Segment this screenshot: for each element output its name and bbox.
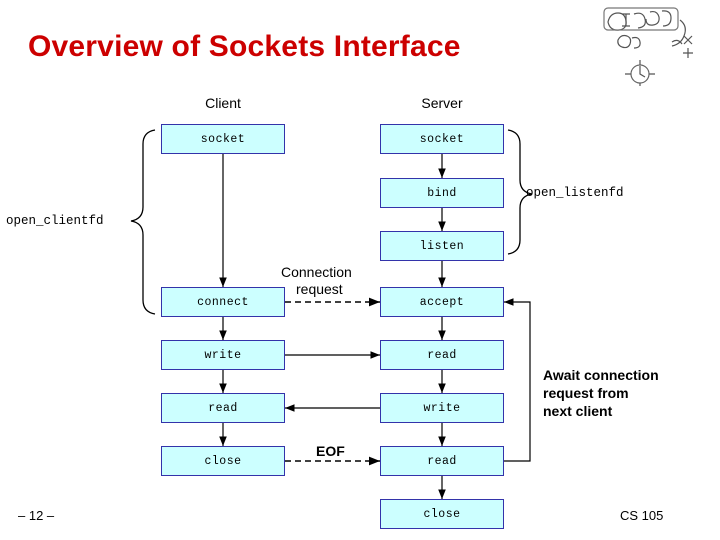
- page-number: – 12 –: [18, 508, 55, 523]
- node-server-bind[interactable]: bind: [380, 178, 504, 208]
- node-server-listen[interactable]: listen: [380, 231, 504, 261]
- node-server-read[interactable]: read: [380, 340, 504, 370]
- label-eof: EOF: [316, 443, 345, 459]
- node-client-connect[interactable]: connect: [161, 287, 285, 317]
- page-title: Overview of Sockets Interface: [28, 30, 461, 63]
- node-server-write[interactable]: write: [380, 393, 504, 423]
- note-await-line3: next client: [543, 403, 613, 419]
- column-header-client: Client: [205, 95, 241, 111]
- column-header-server: Server: [421, 95, 463, 111]
- node-server-close[interactable]: close: [380, 499, 504, 529]
- node-client-socket[interactable]: socket: [161, 124, 285, 154]
- node-client-read[interactable]: read: [161, 393, 285, 423]
- node-server-accept[interactable]: accept: [380, 287, 504, 317]
- note-await-line1: Await connection: [543, 367, 659, 383]
- course-code: CS 105: [620, 508, 664, 523]
- label-connection-request-line2: request: [296, 281, 343, 297]
- label-open-clientfd: open_clientfd: [6, 214, 104, 228]
- node-client-close[interactable]: close: [161, 446, 285, 476]
- node-client-write[interactable]: write: [161, 340, 285, 370]
- node-server-socket[interactable]: socket: [380, 124, 504, 154]
- node-server-read-2[interactable]: read: [380, 446, 504, 476]
- note-await-line2: request from: [543, 385, 629, 401]
- label-connection-request-line1: Connection: [281, 264, 352, 280]
- handwritten-logo-icon: [603, 7, 693, 86]
- label-open-listenfd: open_listenfd: [526, 186, 624, 200]
